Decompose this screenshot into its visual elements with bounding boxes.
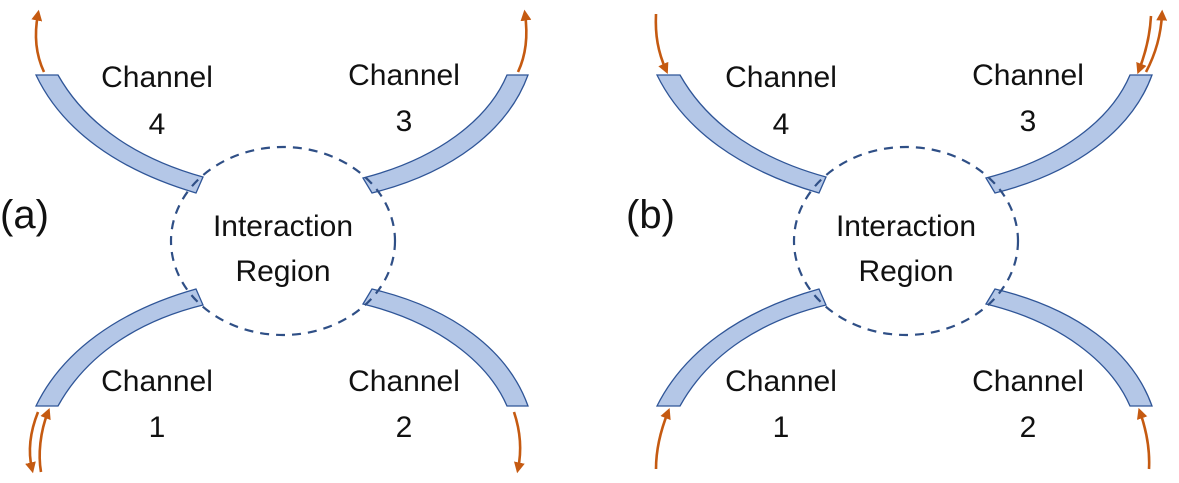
channel-4-label-line2: 4 — [149, 108, 166, 141]
channel-3-waveguide — [984, 74, 1153, 194]
region-label-line2: Region — [858, 255, 953, 288]
channel-1-label-line1: Channel — [725, 365, 837, 398]
panel-a-label: (a) — [0, 193, 49, 237]
panel-b-label: (b) — [626, 193, 675, 237]
channel-3-incoming-arrow — [1136, 15, 1153, 75]
channel-2-incoming-arrow — [1137, 407, 1151, 470]
channel-3-outgoing-arrow — [516, 9, 532, 73]
channel-3-waveguide — [361, 74, 529, 194]
channel-4-label-line1: Channel — [101, 61, 213, 94]
channel-1-incoming-arrow — [38, 407, 51, 473]
channel-4-label-line1: Channel — [725, 61, 837, 94]
channel-2-label-line2: 2 — [1020, 411, 1037, 444]
channel-3-outgoing-arrow — [1144, 9, 1168, 73]
channel-3-label-line2: 3 — [396, 105, 413, 138]
channel-2-outgoing-arrow — [512, 411, 525, 474]
channel-3-label-line1: Channel — [348, 59, 460, 92]
panel-b: (b) Interaction Region Channel 4 Channel… — [626, 9, 1168, 470]
channel-1-waveguide — [34, 288, 204, 407]
channel-2-label-line2: 2 — [396, 411, 413, 444]
region-label-line1: Interaction — [213, 210, 353, 243]
channel-3-label-line2: 3 — [1020, 105, 1037, 138]
channel-1-label-line2: 1 — [149, 411, 166, 444]
channel-1-outgoing-arrow — [25, 411, 40, 474]
channel-1-waveguide — [655, 288, 827, 407]
channel-2-label-line1: Channel — [348, 365, 460, 398]
interaction-region-circle — [169, 145, 397, 337]
channel-4-waveguide — [655, 74, 827, 194]
region-label-line1: Interaction — [836, 210, 976, 243]
channel-4-label-line2: 4 — [773, 108, 790, 141]
channel-2-waveguide — [984, 288, 1153, 407]
region-label-line2: Region — [235, 255, 330, 288]
panel-a: (a) Interaction Region Channel 4 Channel… — [0, 9, 532, 474]
channel-4-waveguide — [34, 74, 204, 194]
channel-2-label-line1: Channel — [972, 365, 1084, 398]
channel-1-incoming-arrow — [654, 407, 671, 470]
channel-3-label-line1: Channel — [972, 59, 1084, 92]
channel-4-incoming-arrow — [654, 13, 669, 74]
channel-1-label-line2: 1 — [773, 411, 790, 444]
channel-1-label-line1: Channel — [101, 365, 213, 398]
channel-2-waveguide — [361, 288, 529, 407]
interaction-region-circle — [792, 145, 1020, 337]
channel-4-outgoing-arrow — [31, 9, 46, 73]
